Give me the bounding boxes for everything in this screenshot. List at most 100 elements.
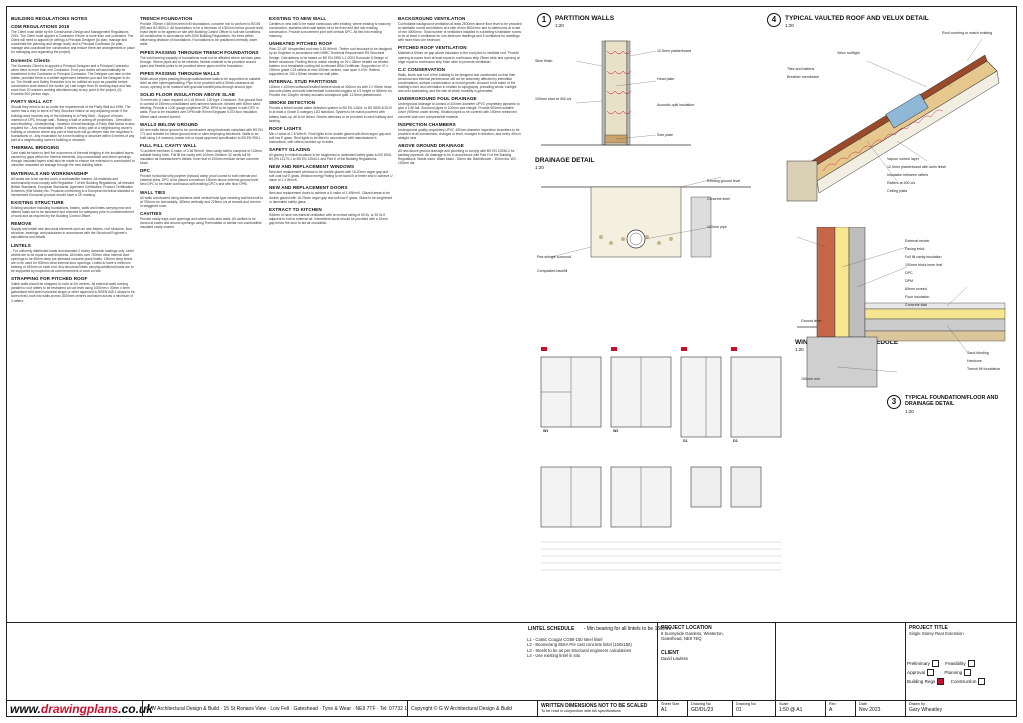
project-location-line: Gateshead, NE9 7EQ — [661, 636, 702, 642]
callout: Rafters at 400 c/s — [887, 181, 916, 185]
partition-scale: 1:20 — [555, 23, 564, 28]
drawn-by: Gary Wheatley — [909, 707, 943, 713]
note-text: Underground drainage to consist of 100mm… — [398, 102, 520, 119]
figure-number: 3 — [887, 395, 901, 409]
note-text: Maintain a 50mm air gap above insulation… — [398, 51, 520, 64]
note-text: The Client must abide by the Constructio… — [11, 30, 135, 55]
note-text: Gable walls should be strapped to roofs … — [11, 282, 135, 303]
drawing-sheet: BUILDING REGULATIONS NOTES CDM REGULATION… — [6, 6, 1017, 717]
callout: Pea shingle surround — [537, 255, 571, 259]
callout: DPM — [905, 279, 913, 283]
callout: 12.5mm plasterboard with skim finish — [887, 165, 947, 169]
project-location-line: 8 Sunnyside Gardens, Westerton, — [661, 631, 724, 636]
drawn-by-label: Drawn by — [909, 702, 926, 706]
note-heading: CAVITIES — [140, 210, 162, 216]
callout: DPC — [905, 271, 913, 275]
status-checkbox-planning[interactable] — [964, 669, 972, 677]
date-label: Date — [859, 702, 868, 706]
note-heading: FULL FILL CAVITY WALL — [140, 142, 197, 148]
foundation-scale: 1:20 — [905, 409, 914, 414]
note-text: Should they need to do so under the requ… — [11, 105, 135, 143]
note-heading: UNDERGROUND FOUL DRAINAGE — [398, 96, 477, 102]
rev-value: A — [829, 707, 833, 713]
figure-number: 4 — [767, 13, 781, 27]
note-heading: CDM REGULATIONS 2015 — [11, 24, 70, 29]
note-heading: PIPES PASSING THROUGH WALLS — [140, 70, 220, 76]
callout: 100mm pipe — [707, 225, 727, 229]
blank-cell — [775, 623, 905, 700]
lintel-list: L1 - Catnic Cougar CG80-150 steel lintel… — [527, 637, 655, 659]
note-heading: DPC — [140, 168, 150, 174]
note-text: Pitch 22-45° Unspecified roof max 0.15 W… — [269, 47, 392, 76]
callout: Hardcore — [967, 359, 982, 363]
note-text: New and replacement doors to achieve a U… — [269, 191, 393, 204]
notes-column-1: BUILDING REGULATIONS NOTES CDM REGULATION… — [11, 13, 135, 623]
callout: Velux rooflight — [837, 51, 860, 55]
callout: Sand blinding — [967, 351, 989, 355]
foundation-drawing — [797, 227, 1017, 392]
vaulted-roof-title: TYPICAL VAULTED ROOF AND VELUX DETAIL — [785, 15, 929, 22]
callout: Concrete slab — [905, 303, 928, 307]
callout: Tiles and battens — [787, 67, 815, 71]
company-address: G W Architectural Design & Build · 15 St… — [142, 701, 407, 717]
note-text: Width above pipes passing through walls/… — [140, 76, 261, 90]
callout: Existing ground level — [707, 179, 741, 183]
client-name: David Lawless — [661, 655, 688, 661]
callout: Facing brick — [905, 247, 925, 251]
written-dimensions: WRITTEN DIMENSIONS NOT TO BE SCALED — [541, 703, 648, 709]
note-text: Provide horizontal strip polymer (hyload… — [140, 174, 260, 187]
note-text: Provide 750mm x 600mm trench fill founda… — [140, 22, 264, 47]
note-heading: THERMAL BRIDGING — [11, 145, 60, 151]
date-value: Nov 2023 — [859, 707, 881, 713]
callout: Concrete lintel — [707, 197, 730, 201]
copyright: Copyright © G W Architectural Design & B… — [407, 701, 537, 717]
status-checkbox-building-regs[interactable] — [937, 678, 945, 686]
note-text: Min U value of 1.6 W/m²K. Roof lights to… — [269, 131, 391, 144]
status-label: Preliminary — [907, 661, 930, 666]
status-label: Feasibility — [945, 661, 966, 666]
figure-number: 1 — [537, 13, 551, 27]
schedule-label: W2 — [613, 429, 619, 433]
vaulted-roof-drawing — [767, 31, 1007, 211]
company-logo: www.drawingplans.co.uk — [10, 702, 153, 716]
status-label: Construction — [950, 679, 977, 684]
callout: Ground level — [801, 319, 822, 323]
schedule-label: D2 — [733, 439, 738, 443]
callout: Vapour control layer — [887, 157, 919, 161]
note-heading: BUILDING REGULATIONS NOTES — [11, 16, 88, 21]
note-heading: PITCHED ROOF VENTILATION — [398, 45, 467, 51]
status-checkbox-preliminary[interactable] — [931, 660, 939, 668]
note-heading: UNHEATED PITCHED ROOF — [269, 41, 333, 47]
note-heading: BACKGROUND VENTILATION — [398, 16, 466, 21]
window-schedule-scale: 1:20 — [795, 347, 804, 352]
status-checkbox-approval[interactable] — [927, 669, 935, 677]
note-text: New and replacement windows to be double… — [269, 170, 393, 183]
project-title-heading: PROJECT TITLE — [909, 625, 948, 631]
status-label: Planning — [944, 670, 963, 675]
note-text: To meet min U value required of 0.18 W/m… — [140, 98, 263, 119]
callout: Ceiling joists — [887, 189, 908, 193]
partition-detail-drawing — [531, 31, 701, 151]
note-text: - For uniformly distributed loads and st… — [11, 248, 134, 274]
logo-text: .co.uk — [118, 702, 153, 716]
note-text: The void bearing capacity of foundations… — [140, 55, 261, 68]
note-heading: INTERNAL STUD PARTITIONS — [269, 79, 338, 85]
note-text: All new walls below ground to be constru… — [140, 127, 263, 140]
status-checkbox-feasibility[interactable] — [967, 660, 975, 668]
note-text: The Domestic Client is to appoint a Prin… — [11, 63, 132, 97]
callout: Trench fill foundation — [967, 367, 1001, 371]
window-schedule-drawing — [531, 287, 791, 617]
note-heading: INSPECTION CHAMBERS — [398, 121, 456, 127]
note-text: All new above ground drainage and plumbi… — [398, 148, 519, 166]
note-text: Walls, floors and roof of the building t… — [398, 72, 517, 94]
scale-label: Scale — [779, 702, 789, 706]
vaulted-roof-scale: 1:20 — [785, 23, 794, 28]
status-checkbox-construction[interactable] — [978, 678, 986, 686]
note-text: Kitchen to have mechanical ventilation w… — [269, 212, 388, 225]
logo-text-accent: drawingplans — [40, 702, 119, 716]
callout: 12.5mm plasterboard — [657, 49, 691, 53]
logo-text: www. — [10, 702, 41, 716]
note-text: Existing structure including foundations… — [11, 206, 134, 219]
